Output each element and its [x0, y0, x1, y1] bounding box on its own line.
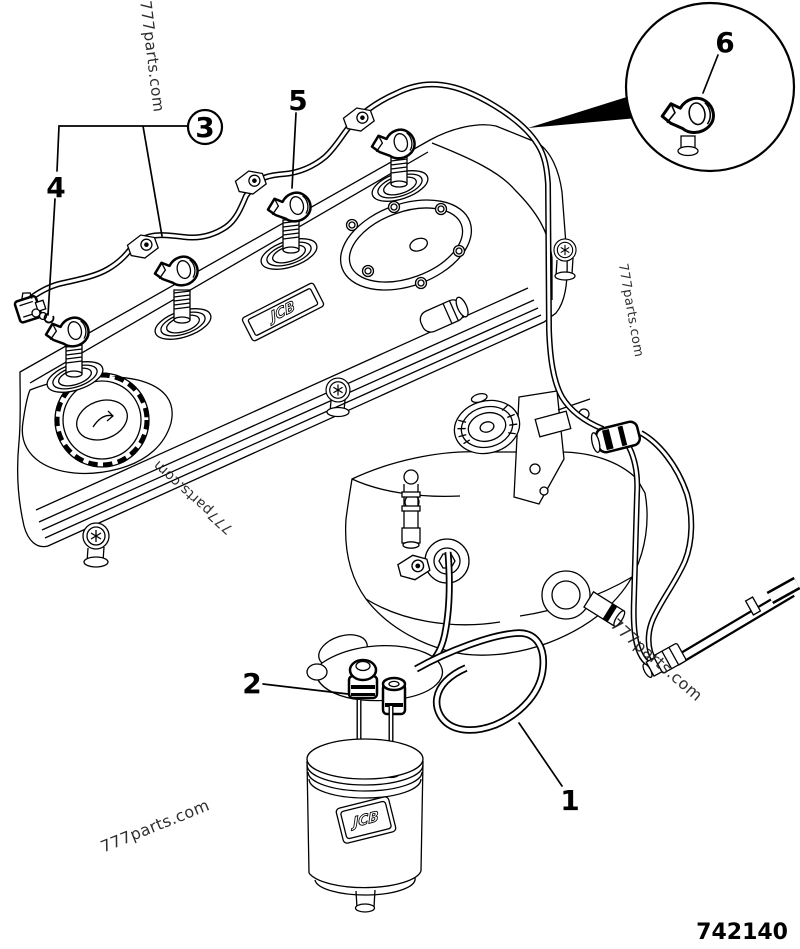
callout-3: 3: [195, 111, 214, 144]
pipe-union-fitting: [642, 642, 687, 678]
leakoff-banjo-fitting: [347, 658, 379, 700]
callout-1: 1: [560, 784, 579, 817]
leader-line-6: [702, 54, 719, 94]
cover-bolt-boss: [325, 377, 351, 418]
pump-left-fittings: [395, 469, 432, 584]
pump-boss-2: [541, 570, 626, 628]
leader-line-5: [291, 112, 297, 189]
callout-circle-3: [186, 108, 224, 146]
jcb-logo-filter: JCB: [335, 796, 397, 844]
straight-pipe: [642, 576, 800, 678]
leader-line-2: [262, 683, 349, 695]
watermark-bottom-right: 777parts.com: [607, 615, 707, 705]
leader-lines-3-4: [47, 125, 189, 316]
pump-pulley: [453, 392, 521, 455]
leader-line-1: [518, 722, 563, 787]
cover-bolt-boss: [82, 522, 110, 568]
pump-return-fitting: [590, 420, 642, 454]
detail-circle: [624, 1, 796, 173]
callout-6: 6: [715, 26, 734, 59]
injection-pump: [318, 390, 648, 668]
cover-bolt-boss: [553, 238, 577, 281]
watermark-top-left: 777parts.com: [136, 0, 168, 113]
leakoff-hose-loop: [415, 630, 546, 732]
washer-ring: [43, 312, 55, 324]
fuel-filter: JCB: [306, 551, 548, 913]
breather-cover: [339, 199, 473, 291]
magnify-wedge: [528, 96, 637, 128]
callout-2: 2: [242, 667, 261, 700]
watermark-right: 777parts.com: [615, 262, 646, 358]
oil-filler-cap: [54, 372, 150, 468]
callout-5: 5: [288, 84, 307, 117]
callouts: 3 4 5 6 2 1: [46, 26, 734, 817]
return-pipes: [590, 420, 800, 678]
jcb-logo-cover: JCB: [241, 282, 325, 342]
breather-spigot: [419, 296, 469, 333]
leak-off-pipe: [13, 81, 605, 432]
oil-arrow-icon: [92, 410, 114, 428]
filter-drain: [354, 903, 376, 913]
watermark-bottom-left: 777parts.com: [98, 795, 212, 856]
filter-outlet-fitting: [381, 676, 407, 716]
clip-stud-detail: [677, 135, 699, 157]
valve-cover: JCB: [16, 124, 577, 568]
filter-canister: JCB: [306, 738, 424, 913]
part-number: 742140: [696, 920, 788, 945]
callout-4: 4: [46, 171, 65, 204]
breather-bolts: [345, 200, 466, 290]
